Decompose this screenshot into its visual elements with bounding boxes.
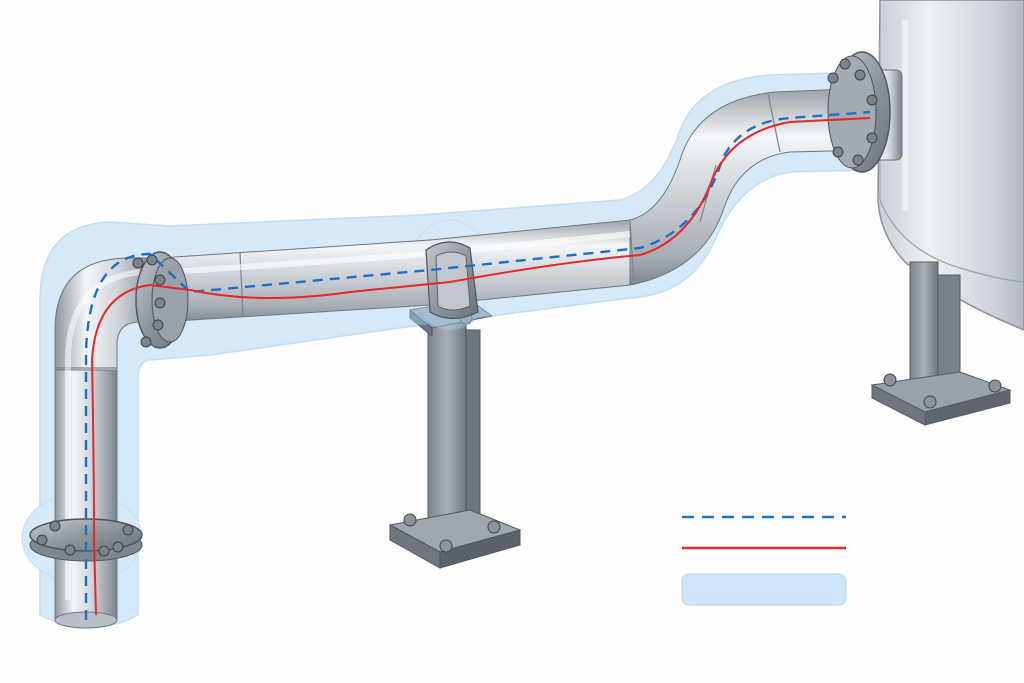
pipe-clamp [425,241,479,320]
deflected-centerline [90,117,871,616]
legend [681,515,847,606]
flange-tank-nozzle [827,51,891,173]
nominal-centerline [84,110,871,620]
pipe-support-stand [388,299,522,569]
pipe-run [54,87,871,629]
tank-support-leg [870,261,1012,426]
legend-swatch-envelope [681,573,847,606]
